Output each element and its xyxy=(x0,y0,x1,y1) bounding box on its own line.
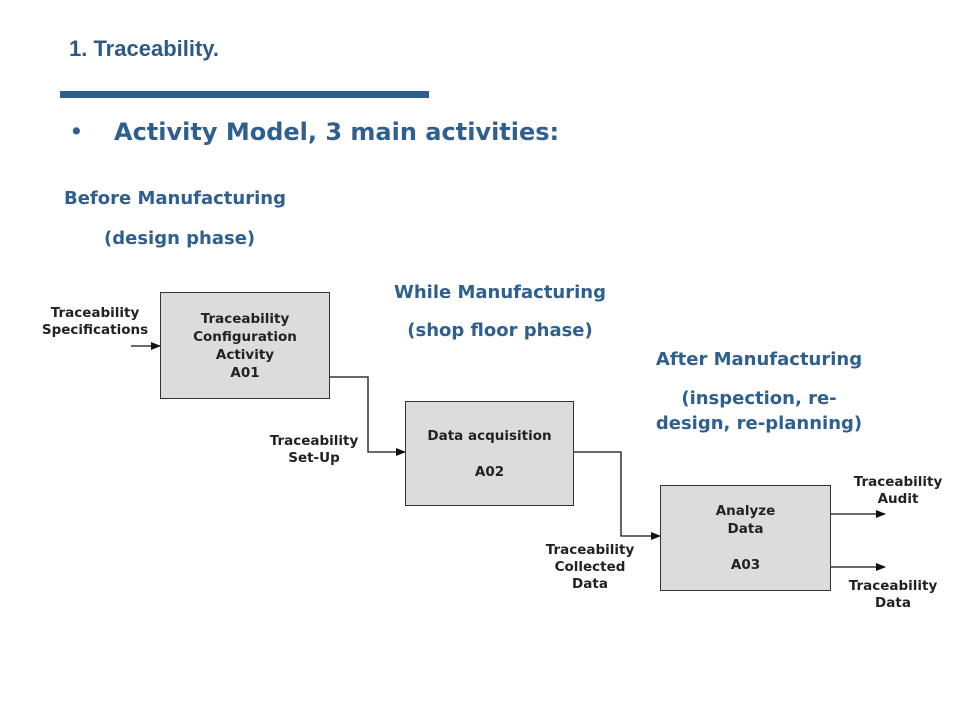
phase-before-title: Before Manufacturing xyxy=(64,188,286,209)
flow-collected-line1: Traceability xyxy=(545,542,635,558)
activity-a03-code: A03 xyxy=(730,557,761,573)
activity-a01-line2: Configuration xyxy=(193,328,297,345)
flow-label-setup: Traceability Set-Up xyxy=(250,433,378,467)
activity-a02-code: A02 xyxy=(474,463,505,480)
flow-collected-line2: Collected xyxy=(554,559,626,575)
activity-a03-line1: Analyze xyxy=(715,503,776,519)
flow-label-specifications: Traceability Specifications xyxy=(30,305,160,339)
flow-setup-line2: Set-Up xyxy=(288,450,340,466)
activity-a01-line1: Traceability xyxy=(200,310,290,327)
flow-data-line2: Data xyxy=(875,595,911,611)
flow-label-collected-data: Traceability Collected Data xyxy=(527,542,653,593)
collected-data-arrow xyxy=(574,451,661,540)
title-underline xyxy=(60,91,429,98)
flow-collected-line3: Data xyxy=(572,576,608,592)
flow-label-audit: Traceability Audit xyxy=(835,474,960,508)
slide-title: 1. Traceability. xyxy=(69,36,220,61)
phase-before-subtitle: (design phase) xyxy=(104,228,256,249)
phase-while-subtitle: (shop floor phase) xyxy=(407,320,593,341)
bullet-heading: Activity Model, 3 main activities: xyxy=(114,118,560,146)
activity-a03-line2: Data xyxy=(727,521,764,537)
setup-arrow xyxy=(330,376,406,456)
flow-specifications-line1: Traceability xyxy=(50,305,140,321)
phase-after-title: After Manufacturing xyxy=(655,349,863,370)
phase-while-title: While Manufacturing xyxy=(394,282,606,303)
activity-box-a02: Data acquisition A02 xyxy=(405,401,574,506)
activity-box-a01: Traceability Configuration Activity A01 xyxy=(160,292,330,399)
flow-label-data: Traceability Data xyxy=(830,578,956,612)
flow-audit-line1: Traceability xyxy=(853,474,943,490)
phase-before: Before Manufacturing (design phase) xyxy=(64,186,286,251)
flow-setup-line1: Traceability xyxy=(269,433,359,449)
flow-audit-line2: Audit xyxy=(877,491,919,507)
phase-while: While Manufacturing (shop floor phase) xyxy=(370,280,630,343)
activity-a01-code: A01 xyxy=(230,364,260,381)
phase-after-subtitle-2: design, re-planning) xyxy=(655,413,863,434)
flow-specifications-line2: Specifications xyxy=(41,322,149,338)
bullet-symbol: • xyxy=(72,117,81,145)
activity-a01-line3: Activity xyxy=(215,346,275,363)
activity-a02-line1: Data acquisition xyxy=(427,427,552,444)
phase-after-subtitle-1: (inspection, re- xyxy=(681,388,837,409)
activity-box-a03: Analyze Data A03 xyxy=(660,485,831,591)
phase-after: After Manufacturing (inspection, re- des… xyxy=(628,347,890,436)
flow-data-line1: Traceability xyxy=(848,578,938,594)
